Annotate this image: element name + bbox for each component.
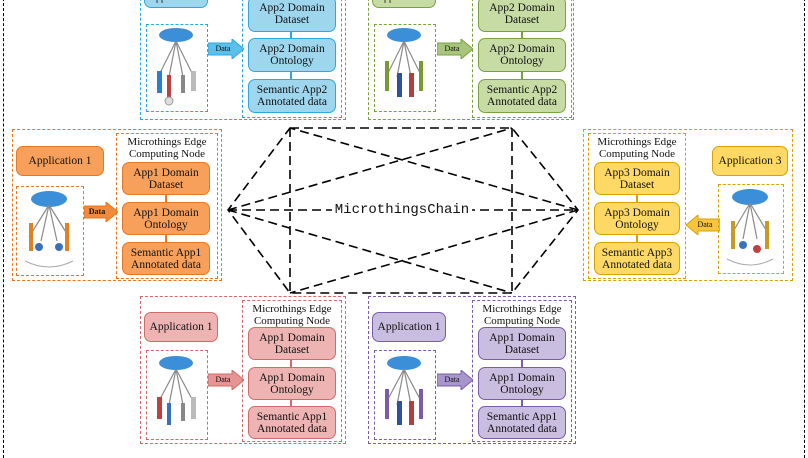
node-right-app-label: Application 3 xyxy=(712,146,788,176)
node-right-link-b xyxy=(636,235,638,242)
node-top-right-device-frame xyxy=(374,24,436,112)
iot-devices-icon xyxy=(24,191,74,268)
iot-devices-icon xyxy=(385,28,423,97)
node-right-box-dataset: App3 Domain Dataset xyxy=(594,162,680,195)
node-bottom-right-app-label: Application 1 xyxy=(372,312,446,342)
node-left-box-dataset: App1 Domain Dataset xyxy=(122,162,210,195)
node-top-left-app-label: Application 2 xyxy=(144,0,208,8)
node-bottom-left-box-ontology: App1 Domain Ontology xyxy=(248,367,336,400)
node-left-box-ontology: App1 Domain Ontology xyxy=(122,202,210,235)
iot-devices-icon xyxy=(385,356,423,425)
node-left-app-label: Application 1 xyxy=(16,146,104,176)
node-top-left-device-frame xyxy=(146,24,208,112)
node-bottom-left-box-dataset: App1 Domain Dataset xyxy=(248,327,336,360)
node-bottom-right-link-a xyxy=(521,360,523,367)
node-top-left-link-a xyxy=(290,32,292,38)
node-bottom-left-data-arrow xyxy=(208,370,244,390)
node-right-node-title: Microthings Edge Computing Node xyxy=(597,136,677,160)
node-top-left-box-dataset: App2 Domain Dataset xyxy=(248,0,336,32)
node-bottom-right-box-dataset: App1 Domain Dataset xyxy=(478,327,566,360)
node-bottom-left-edge-node xyxy=(242,300,342,442)
node-top-right-box-ontology: App2 Domain Ontology xyxy=(478,38,566,72)
node-bottom-left-device-frame xyxy=(146,350,208,440)
node-right-box-annotated: Semantic App3 Annotated data xyxy=(594,242,680,275)
chain-label: MicrothingsChain xyxy=(334,202,470,218)
node-right-device-frame xyxy=(718,184,784,274)
node-top-right-edge-node xyxy=(472,0,572,118)
node-right-frame xyxy=(583,129,793,281)
node-bottom-left-link-b xyxy=(290,400,292,406)
node-left-data-arrow xyxy=(84,202,118,222)
node-left-frame xyxy=(12,129,222,281)
node-bottom-right-data-label: Data xyxy=(444,375,460,384)
node-bottom-right-data-arrow xyxy=(437,370,473,390)
node-top-left-link-b xyxy=(290,72,292,79)
node-top-right-data-arrow xyxy=(437,39,473,59)
node-left-node-title: Microthings Edge Computing Node xyxy=(127,136,207,160)
iot-devices-icon xyxy=(157,28,196,106)
node-left-link-a xyxy=(165,195,167,202)
outer-frame-left xyxy=(3,0,4,458)
node-top-right-box-annotated: Semantic App2 Annotated data xyxy=(478,79,566,113)
node-top-right-link-b xyxy=(521,72,523,79)
chain-link-left-bottomright xyxy=(227,209,513,294)
node-bottom-left-link-a xyxy=(290,360,292,367)
node-top-right-link-a xyxy=(521,32,523,38)
node-bottom-right-box-ontology: App1 Domain Ontology xyxy=(478,367,566,400)
node-bottom-left-app-label: Application 1 xyxy=(144,312,218,342)
node-bottom-right-edge-node xyxy=(472,300,572,442)
node-left-edge-node xyxy=(116,133,218,279)
node-top-right-app-label: Application 2 xyxy=(372,0,436,8)
node-bottom-right-node-title: Microthings Edge Computing Node xyxy=(482,303,562,327)
node-top-right-data-label: Data xyxy=(444,44,460,53)
node-left-box-annotated: Semantic App1 Annotated data xyxy=(122,242,210,275)
node-bottom-left-box-annotated: Semantic App1 Annotated data xyxy=(248,406,336,439)
node-bottom-left-node-title: Microthings Edge Computing Node xyxy=(252,303,332,327)
outer-frame-right xyxy=(804,0,805,458)
node-bottom-left-frame xyxy=(140,296,346,444)
chain-link-left-topright xyxy=(227,127,513,211)
node-bottom-right-frame xyxy=(368,296,576,444)
node-top-right-box-dataset: App2 Domain Dataset xyxy=(478,0,566,32)
node-left-data-label: Data xyxy=(88,207,106,216)
node-top-right-frame xyxy=(368,0,574,120)
node-right-edge-node xyxy=(588,133,686,279)
node-right-box-ontology: App3 Domain Ontology xyxy=(594,202,680,235)
node-right-link-a xyxy=(636,195,638,202)
chain-link-right-topleft xyxy=(289,127,579,211)
node-right-data-label: Data xyxy=(697,220,713,229)
node-top-left-edge-node xyxy=(242,0,342,118)
node-bottom-right-box-annotated: Semantic App1 Annotated data xyxy=(478,406,566,439)
iot-devices-icon xyxy=(157,356,196,425)
iot-devices-icon xyxy=(726,189,774,266)
node-top-left-frame xyxy=(140,0,346,120)
node-bottom-right-device-frame xyxy=(374,350,436,440)
node-top-left-box-ontology: App2 Domain Ontology xyxy=(248,38,336,72)
node-left-link-b xyxy=(165,235,167,242)
node-top-left-box-annotated: Semantic App2 Annotated data xyxy=(248,79,336,113)
node-right-data-arrow xyxy=(686,215,720,235)
node-bottom-right-link-b xyxy=(521,400,523,406)
node-top-left-data-label: Data xyxy=(215,44,231,53)
chain-link-right-bottomleft xyxy=(289,209,579,294)
node-left-device-frame xyxy=(16,186,84,276)
node-bottom-left-data-label: Data xyxy=(215,375,231,384)
node-top-left-data-arrow xyxy=(208,39,244,59)
